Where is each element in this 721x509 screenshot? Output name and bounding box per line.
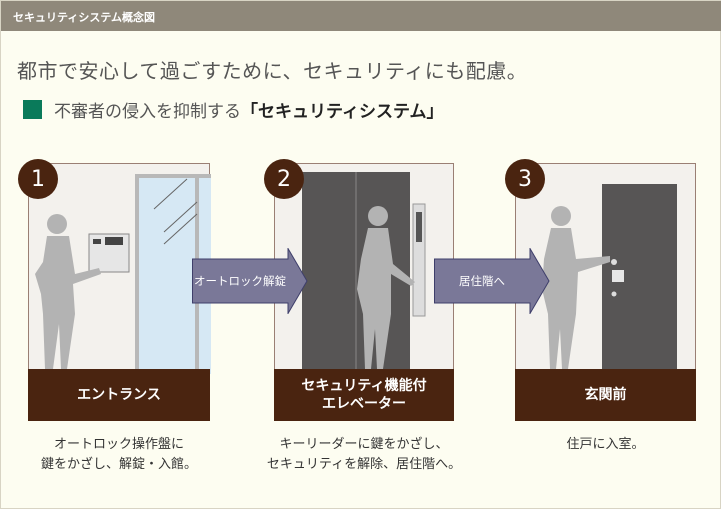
elevator-label-line1: セキュリティ機能付: [301, 377, 427, 394]
panel-front-door: 玄関前: [515, 163, 696, 421]
arrow-auto-lock: オートロック解錠: [192, 248, 308, 314]
elevator-label: セキュリティ機能付エレベーター: [274, 369, 454, 421]
arrow-label: 居住階へ: [459, 274, 505, 288]
green-square-icon: [23, 100, 42, 119]
front-door-illustration: [542, 184, 677, 374]
right-arrow-icon: [434, 248, 550, 314]
entrance-illustration: [35, 174, 211, 374]
entrance-label: エントランス: [28, 369, 210, 421]
caption-line: 鍵をかざし、解錠・入館。: [40, 457, 197, 473]
step-number-1: 1: [18, 159, 58, 199]
header-bar: セキュリティシステム概念図: [1, 1, 721, 31]
caption-line: セキュリティを解除、居住階へ。: [266, 457, 462, 473]
caption-front-door: 住戸に入室。: [566, 437, 645, 452]
header-title: セキュリティシステム概念図: [13, 11, 156, 24]
subtitle-emphasis: 「セキュリティシステム」: [241, 102, 444, 122]
caption-entrance: オートロック操作盤に鍵をかざし、解錠・入館。: [18, 435, 220, 475]
elevator-label-line2: エレベーター: [321, 396, 406, 412]
step-number-3: 3: [505, 159, 545, 199]
subtitle-prefix: 不審者の侵入を抑制する: [54, 102, 241, 122]
panel-elevator: セキュリティ機能付エレベーター: [274, 163, 454, 421]
elevator-illustration: [302, 172, 426, 374]
caption-elevator: キーリーダーに鍵をかざし、セキュリティを解除、居住階へ。: [244, 435, 484, 475]
subtitle: 不審者の侵入を抑制する「セキュリティシステム」: [23, 97, 443, 122]
panel-entrance: エントランス: [28, 163, 211, 421]
arrow-to-floor: 居住階へ: [434, 248, 550, 314]
step-number-2: 2: [264, 159, 304, 199]
front-door-label: 玄関前: [515, 369, 696, 421]
caption-line: オートロック操作盤に: [53, 437, 184, 452]
lead-text: 都市で安心して過ごすために、セキュリティにも配慮。: [17, 59, 528, 83]
arrow-label: オートロック解錠: [194, 274, 286, 288]
right-arrow-icon: [192, 248, 308, 314]
caption-line: キーリーダーに鍵をかざし、: [279, 437, 449, 452]
